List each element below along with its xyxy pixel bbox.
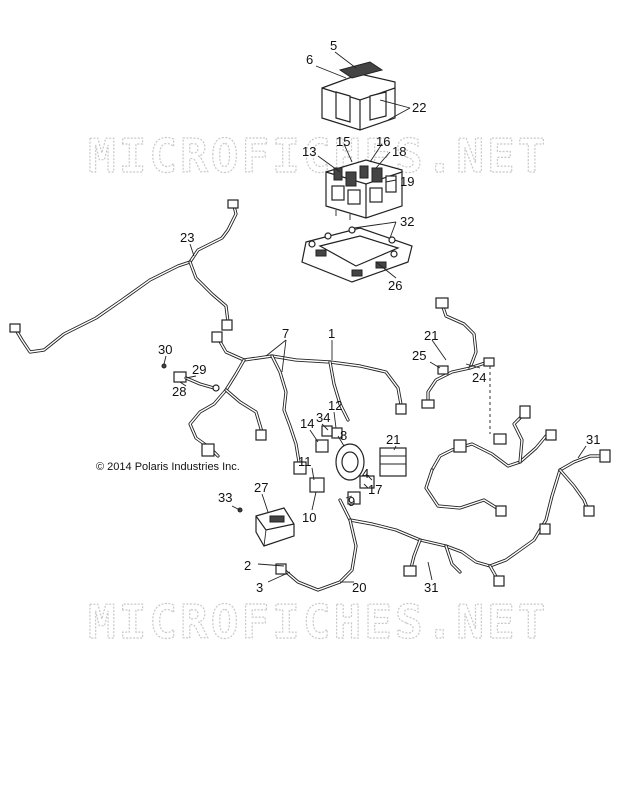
callout-16: 16: [376, 134, 390, 149]
callout-labels: 5 6 22 15 16 13 18 19 32 26 23 7 1 21 25…: [158, 38, 600, 595]
callout-31-bottom: 31: [424, 580, 438, 595]
callout-6: 6: [306, 52, 313, 67]
callout-21-lower: 21: [386, 432, 400, 447]
callout-2: 2: [244, 558, 251, 573]
callout-11: 11: [298, 454, 312, 469]
harness-23: [9, 199, 239, 354]
callout-20: 20: [352, 580, 366, 595]
main-harness-1: [188, 331, 407, 475]
leader-lines: [163, 51, 587, 583]
callout-17: 17: [368, 482, 382, 497]
watermark-bottom: MICROFICHES.NET: [88, 595, 548, 649]
fuse-box-cover: [321, 61, 396, 131]
callout-28: 28: [172, 384, 186, 399]
callout-3: 3: [256, 580, 263, 595]
callout-13: 13: [302, 144, 316, 159]
callout-33: 33: [218, 490, 232, 505]
callout-18: 18: [392, 144, 406, 159]
small-parts: [161, 363, 243, 513]
callout-26: 26: [388, 278, 402, 293]
callout-15: 15: [336, 134, 350, 149]
harness-24: [421, 297, 495, 409]
callout-12: 12: [328, 398, 342, 413]
callout-21-upper: 21: [424, 328, 438, 343]
copyright-notice: © 2014 Polaris Industries Inc.: [96, 461, 240, 473]
callout-7: 7: [282, 326, 289, 341]
callout-24: 24: [472, 370, 486, 385]
callout-29: 29: [192, 362, 206, 377]
callout-32: 32: [400, 214, 414, 229]
mounting-bracket: [301, 226, 413, 283]
callout-30: 30: [158, 342, 172, 357]
fuse-relay-block: [325, 159, 403, 220]
callout-10: 10: [302, 510, 316, 525]
callout-22: 22: [412, 100, 426, 115]
callout-27: 27: [254, 480, 268, 495]
callout-34: 34: [316, 410, 330, 425]
callout-31-right: 31: [586, 432, 600, 447]
ecu-module-27: [255, 507, 295, 547]
callout-1: 1: [328, 326, 335, 341]
callout-5: 5: [330, 38, 337, 53]
callout-8: 8: [340, 428, 347, 443]
callout-14: 14: [300, 416, 314, 431]
callout-23: 23: [180, 230, 194, 245]
watermark-top: MICROFICHES.NET: [88, 129, 548, 183]
callout-19: 19: [400, 174, 414, 189]
callout-9: 9: [348, 494, 355, 509]
callout-25: 25: [412, 348, 426, 363]
callout-4: 4: [362, 466, 369, 481]
